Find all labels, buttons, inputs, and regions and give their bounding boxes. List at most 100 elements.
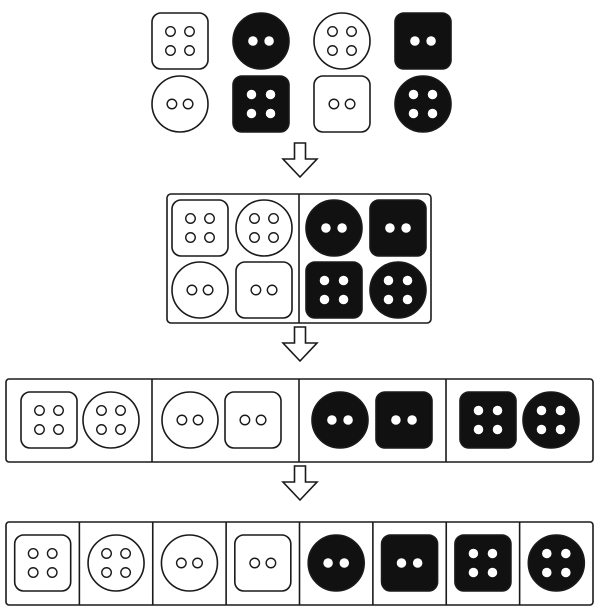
piece-hole	[385, 223, 395, 233]
piece-hole	[182, 98, 194, 110]
piece-hole	[426, 36, 436, 46]
piece-hole	[383, 275, 394, 286]
piece-hole	[96, 405, 107, 416]
piece-hole	[185, 232, 196, 243]
down-arrow	[281, 465, 319, 502]
piece-hole	[249, 213, 260, 224]
piece-hole	[175, 557, 187, 569]
piece-hole	[101, 548, 113, 559]
piece-hole	[250, 284, 262, 296]
down-arrow	[281, 142, 319, 179]
piece-hole	[427, 89, 438, 100]
piece-body-circle	[151, 75, 209, 133]
piece-hole	[468, 548, 479, 559]
piece-hole	[34, 405, 45, 416]
piece-black-circle-2-holes	[305, 199, 363, 257]
piece-body-square	[232, 75, 290, 133]
piece-hole	[383, 294, 394, 305]
piece-hole	[427, 108, 438, 119]
piece-white-square-4-holes	[151, 12, 209, 70]
piece-hole	[166, 98, 178, 110]
piece-black-square-2-holes	[394, 12, 452, 70]
piece-hole	[487, 567, 498, 578]
piece-hole	[401, 223, 411, 233]
piece-hole	[165, 26, 176, 37]
piece-hole	[265, 108, 276, 119]
piece-hole	[266, 284, 278, 296]
piece-hole	[402, 275, 413, 286]
piece-hole	[323, 558, 333, 568]
piece-body-square	[235, 261, 293, 319]
piece-hole	[319, 294, 330, 305]
piece-body-square	[13, 534, 72, 592]
piece-hole	[487, 548, 498, 559]
piece-hole	[344, 98, 356, 110]
piece-body-circle	[235, 199, 293, 257]
piece-hole	[343, 415, 353, 425]
piece-hole	[115, 424, 126, 435]
stage-sorted-by-holes	[5, 521, 594, 606]
piece-hole	[408, 108, 419, 119]
piece-body-circle	[369, 261, 427, 319]
piece-black-circle-4-holes	[369, 261, 427, 319]
piece-hole	[186, 284, 198, 296]
piece-body-square	[380, 534, 439, 592]
piece-hole	[473, 405, 484, 416]
piece-white-circle-4-holes	[313, 12, 371, 70]
piece-body-circle	[522, 391, 580, 449]
piece-black-square-2-holes	[375, 391, 433, 449]
piece-hole	[561, 567, 571, 578]
piece-hole	[239, 414, 251, 426]
piece-hole	[96, 424, 107, 435]
piece-hole	[542, 548, 552, 559]
piece-hole	[327, 415, 337, 425]
piece-white-square-2-holes	[313, 75, 371, 133]
piece-hole	[391, 415, 401, 425]
piece-hole	[46, 548, 58, 559]
piece-hole	[346, 26, 357, 37]
piece-hole	[555, 405, 566, 416]
piece-hole	[561, 548, 571, 559]
piece-hole	[268, 232, 279, 243]
piece-white-circle-2-holes	[160, 534, 219, 592]
piece-hole	[255, 414, 267, 426]
piece-hole	[339, 558, 350, 568]
piece-hole	[34, 424, 45, 435]
piece-white-square-2-holes	[235, 261, 293, 319]
piece-body-circle	[394, 75, 452, 133]
piece-body-square	[459, 391, 517, 449]
piece-hole	[265, 89, 276, 100]
piece-body-square	[454, 534, 512, 592]
piece-hole	[542, 567, 552, 578]
piece-body-circle	[160, 534, 219, 592]
piece-white-circle-4-holes	[87, 534, 145, 592]
piece-hole	[248, 36, 258, 46]
piece-hole	[120, 548, 132, 559]
piece-body-circle	[527, 534, 586, 592]
piece-white-circle-4-holes	[235, 199, 293, 257]
piece-white-circle-2-holes	[151, 75, 209, 133]
piece-body-circle	[161, 391, 219, 449]
piece-white-circle-4-holes	[82, 391, 140, 449]
piece-hole	[402, 294, 413, 305]
piece-hole	[536, 424, 547, 435]
piece-white-circle-2-holes	[171, 261, 229, 319]
piece-black-square-2-holes	[380, 534, 439, 592]
piece-body-square	[369, 199, 427, 257]
piece-hole	[204, 213, 215, 224]
piece-body-circle	[305, 199, 363, 257]
piece-hole	[337, 223, 347, 233]
piece-hole	[327, 45, 338, 56]
piece-black-square-4-holes	[454, 534, 512, 592]
piece-hole	[53, 405, 64, 416]
piece-hole	[468, 567, 479, 578]
piece-black-square-4-holes	[459, 391, 517, 449]
piece-black-circle-4-holes	[394, 75, 452, 133]
piece-hole	[27, 567, 39, 578]
piece-hole	[192, 414, 204, 426]
piece-body-square	[394, 12, 452, 70]
piece-black-square-4-holes	[232, 75, 290, 133]
piece-hole	[492, 424, 503, 435]
piece-hole	[346, 45, 357, 56]
